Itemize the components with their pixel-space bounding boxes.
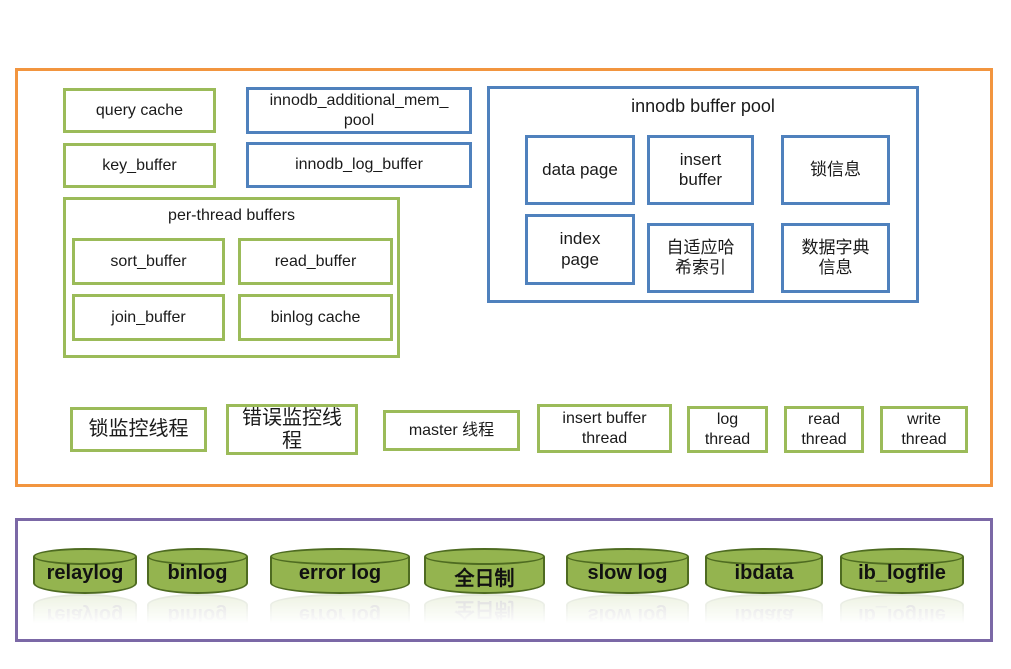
cell-join-buffer: join_buffer	[72, 294, 225, 341]
cylinder-top	[705, 548, 823, 565]
cylinder-error-log: error log error log	[270, 548, 410, 640]
cylinder-top	[270, 548, 410, 565]
cylinder-ibdata: ibdata ibdata	[705, 548, 823, 640]
cylinder-label: relaylog	[46, 562, 124, 584]
per-thread-buffers: per-thread buffers sort_buffer read_buff…	[63, 197, 400, 358]
per-thread-buffers-title: per-thread buffers	[168, 207, 295, 224]
innodb-buffer-pool-title: innodb buffer pool	[631, 96, 775, 116]
cell-data-dictionary-info: 数据字典信息	[781, 223, 890, 293]
cylinder-top	[424, 548, 545, 565]
cell-read-buffer: read_buffer	[238, 238, 393, 285]
cell-binlog-cache: binlog cache	[238, 294, 393, 341]
innodb-buffer-pool: innodb buffer pool data page insert buff…	[487, 86, 919, 303]
cylinder-top	[147, 548, 248, 565]
thread-master: master 线程	[383, 410, 520, 451]
cell-lock-info: 锁信息	[781, 135, 890, 205]
cylinder-body	[424, 557, 545, 594]
cylinder-relaylog: relaylog relaylog	[33, 548, 137, 640]
thread-write: write thread	[880, 406, 968, 453]
cylinder-label: binlog	[167, 562, 228, 584]
thread-insert-buffer: insert buffer thread	[537, 404, 672, 453]
box-innodb-additional-mem-pool: innodb_additional_mem_pool	[246, 87, 472, 134]
cylinder-label: ib_logfile	[858, 562, 946, 584]
cylinder-top	[566, 548, 689, 565]
box-query-cache: query cache	[63, 88, 216, 133]
cylinder-general-log: 全日制 全日制	[424, 548, 545, 640]
cylinder-label: 全日制	[454, 568, 515, 590]
cell-sort-buffer: sort_buffer	[72, 238, 225, 285]
cylinder-binlog: binlog binlog	[147, 548, 248, 640]
memory-structures-frame	[15, 68, 993, 487]
cell-adaptive-hash-index: 自适应哈希索引	[647, 223, 754, 293]
thread-log: log thread	[687, 406, 768, 453]
cylinder-slow-log: slow log slow log	[566, 548, 689, 640]
box-innodb-log-buffer: innodb_log_buffer	[246, 142, 472, 188]
cylinder-top	[33, 548, 137, 565]
cylinder-body	[840, 557, 964, 594]
cell-insert-buffer: insert buffer	[647, 135, 754, 205]
cylinder-label: slow log	[587, 562, 668, 584]
thread-lock-monitor: 锁监控线程	[70, 407, 207, 452]
thread-read: read thread	[784, 406, 864, 453]
cylinder-label: error log	[298, 562, 382, 584]
box-key-buffer: key_buffer	[63, 143, 216, 188]
thread-error-monitor: 错误监控线程	[226, 404, 358, 455]
cell-data-page: data page	[525, 135, 635, 205]
cylinder-top	[840, 548, 964, 565]
cell-index-page: index page	[525, 214, 635, 285]
log-files-frame	[15, 518, 993, 642]
cylinder-ib-logfile: ib_logfile ib_logfile	[840, 548, 964, 640]
cylinder-label: ibdata	[734, 562, 794, 584]
